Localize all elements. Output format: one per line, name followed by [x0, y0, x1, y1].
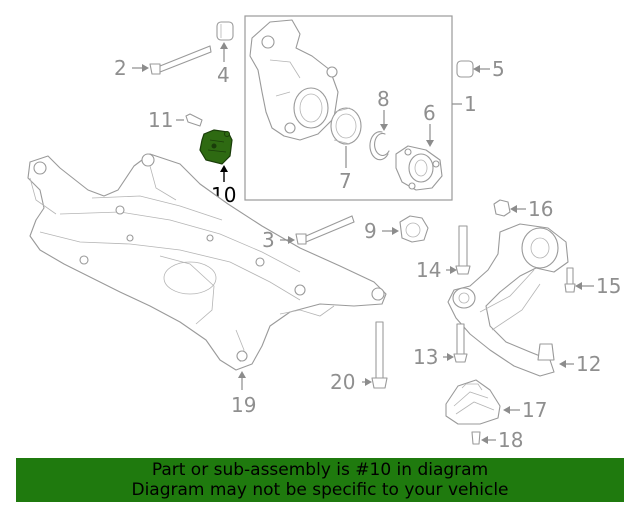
bolt-3[interactable] — [295, 215, 355, 245]
banner-line-disclaimer: Diagram may not be specific to your vehi… — [131, 480, 509, 500]
callout-17[interactable]: 17 — [522, 398, 547, 422]
callout-3[interactable]: 3 — [262, 228, 275, 252]
bushing-9[interactable] — [399, 215, 429, 243]
callout-11[interactable]: 11 — [148, 108, 173, 132]
steering-knuckle[interactable] — [249, 19, 339, 141]
bolt-15[interactable] — [564, 267, 576, 293]
lower-control-arm[interactable] — [447, 223, 569, 377]
bolt-18[interactable] — [471, 431, 481, 445]
callout-12[interactable]: 12 — [576, 352, 601, 376]
callout-13[interactable]: 13 — [413, 345, 438, 369]
nut-5[interactable] — [456, 60, 474, 78]
nut-16[interactable] — [493, 199, 511, 217]
bolt-14[interactable] — [455, 225, 471, 275]
bolt-20[interactable] — [371, 321, 388, 389]
highlighted-part-10[interactable] — [199, 129, 233, 165]
nut-4[interactable] — [216, 21, 234, 41]
callout-14[interactable]: 14 — [416, 258, 441, 282]
callout-2[interactable]: 2 — [114, 56, 127, 80]
front-subframe[interactable] — [27, 153, 387, 371]
banner-line-part-info: Part or sub-assembly is #10 in diagram — [151, 460, 489, 480]
callout-5[interactable]: 5 — [492, 57, 505, 81]
wheel-hub[interactable] — [395, 145, 443, 191]
bolt-11[interactable] — [185, 113, 203, 127]
snap-ring[interactable] — [369, 131, 390, 161]
bracket-17[interactable] — [445, 379, 501, 425]
callout-15[interactable]: 15 — [596, 274, 621, 298]
bolt-13[interactable] — [453, 323, 468, 363]
bolt-2[interactable] — [149, 45, 212, 75]
callout-9[interactable]: 9 — [364, 219, 377, 243]
callout-7[interactable]: 7 — [339, 169, 352, 193]
info-banner: Part or sub-assembly is #10 in diagram D… — [16, 458, 624, 502]
callout-20[interactable]: 20 — [330, 370, 355, 394]
callout-18[interactable]: 18 — [498, 428, 523, 452]
knuckle-assembly-box — [244, 15, 453, 201]
callout-4[interactable]: 4 — [217, 63, 230, 87]
callout-6[interactable]: 6 — [423, 101, 436, 125]
exploded-parts-diagram: 1 7 8 6 2 — [27, 15, 621, 452]
callout-1[interactable]: 1 — [464, 92, 477, 116]
callout-16[interactable]: 16 — [528, 197, 553, 221]
callout-8[interactable]: 8 — [377, 87, 390, 111]
wheel-bearing[interactable] — [330, 107, 362, 145]
callout-19[interactable]: 19 — [231, 393, 256, 417]
